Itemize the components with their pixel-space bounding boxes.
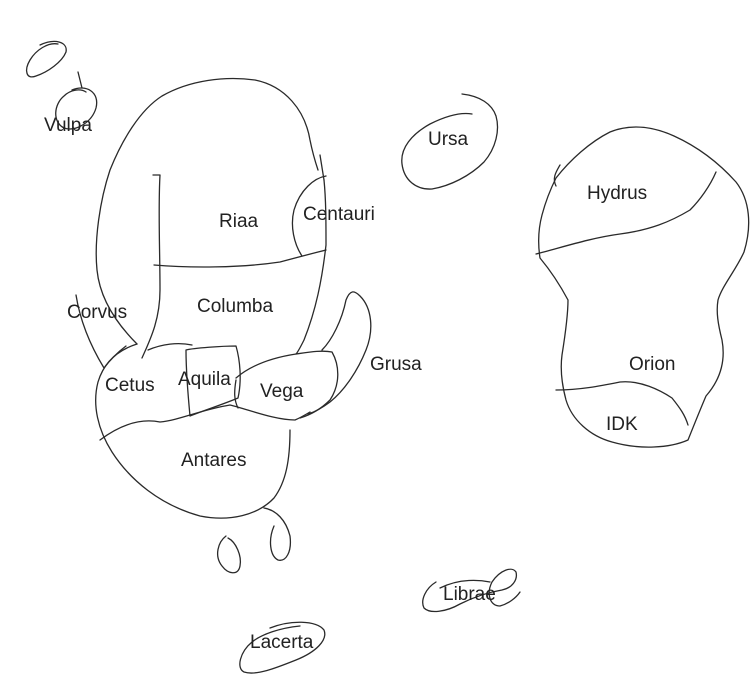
label-vulpa: Vulpa bbox=[44, 115, 92, 136]
label-hydrus: Hydrus bbox=[587, 183, 647, 204]
label-grusa: Grusa bbox=[370, 354, 422, 375]
lacerta-outline bbox=[239, 621, 326, 674]
riaa-west-border bbox=[141, 174, 161, 359]
orion-idk-border bbox=[555, 381, 689, 426]
label-columba: Columba bbox=[197, 296, 273, 317]
riaa-columba-border bbox=[153, 249, 327, 268]
aquila-outline bbox=[185, 345, 241, 417]
southern-islets bbox=[216, 507, 292, 574]
antares-north-border bbox=[99, 404, 311, 441]
western-landmass-outline bbox=[95, 77, 319, 345]
label-ursa: Ursa bbox=[428, 129, 469, 150]
label-idk: IDK bbox=[606, 414, 638, 435]
label-corvus: Corvus bbox=[67, 302, 127, 323]
cetus-aquila-border bbox=[147, 343, 193, 351]
label-cetus: Cetus bbox=[105, 375, 155, 396]
librae-outline bbox=[422, 568, 521, 613]
centauri-outline bbox=[291, 175, 327, 257]
ursa-outline bbox=[401, 93, 499, 190]
southern-cluster-outline bbox=[95, 343, 291, 519]
label-orion: Orion bbox=[629, 354, 675, 375]
vulpa-outline bbox=[25, 40, 98, 130]
label-antares: Antares bbox=[181, 450, 246, 471]
label-librae: Librae bbox=[443, 584, 496, 605]
label-riaa: Riaa bbox=[219, 211, 259, 232]
grusa-outline bbox=[307, 291, 372, 415]
hydrus-orion-border bbox=[535, 171, 717, 255]
eastern-landmass-outline bbox=[538, 126, 750, 448]
label-centauri: Centauri bbox=[303, 204, 375, 225]
label-vega: Vega bbox=[260, 381, 304, 402]
label-lacerta: Lacerta bbox=[250, 632, 314, 653]
label-aquila: Aquila bbox=[178, 369, 231, 390]
